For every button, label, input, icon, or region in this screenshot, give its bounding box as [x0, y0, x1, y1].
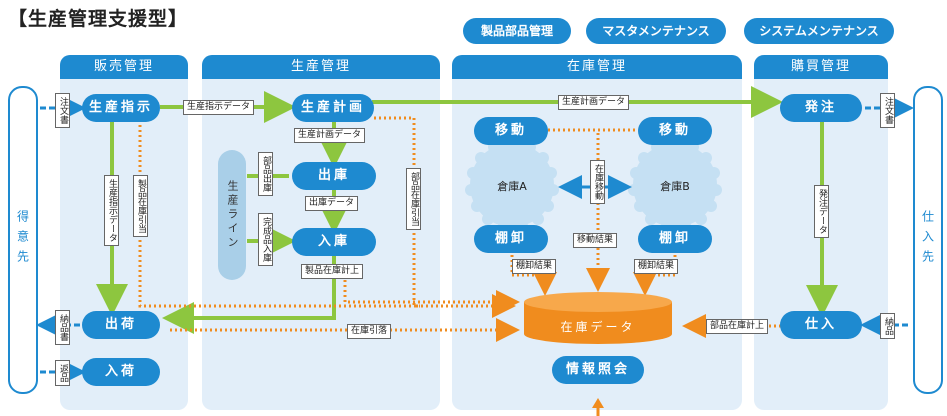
parts-stock-posting-tag: 部品在庫計上 — [706, 319, 769, 334]
production-line-label: 生産ライン — [226, 180, 239, 250]
production-line: 生産ライン — [218, 150, 246, 280]
shipping-node[interactable]: 出荷 — [82, 311, 160, 339]
bottom-arrow-head — [592, 398, 604, 408]
delivery-slip-left-tag: 納品書 — [55, 310, 70, 345]
finished-goods-stock-in-tag: 完成品入庫 — [258, 213, 273, 266]
production-plan-data-tag: 生産計画データ — [294, 128, 366, 143]
issue-data-tag: 出庫データ — [305, 196, 359, 211]
order-form-right-tag: 注文書 — [880, 93, 895, 128]
warehouse-a-label: 倉庫A — [497, 180, 527, 193]
inventory-database — [524, 292, 672, 344]
stock-transfer-tag: 在庫移動 — [590, 160, 605, 204]
cloud-warehouse-a — [465, 137, 559, 232]
supplier-box: 仕入先 — [913, 86, 943, 394]
production-panel-header: 生産管理 — [202, 55, 440, 79]
product-stock-posting-tag: 製品在庫計上 — [301, 264, 364, 279]
receiving-node[interactable]: 入荷 — [82, 358, 160, 386]
stocktake-result-b-tag: 棚卸結果 — [634, 259, 679, 274]
order-data-tag: 発注データ — [814, 185, 829, 238]
customer-label: 得意先 — [15, 210, 30, 270]
production-plan-node[interactable]: 生産計画 — [292, 94, 374, 122]
inventory-data-label: 在庫データ — [560, 320, 636, 334]
issue-node[interactable]: 出庫 — [292, 162, 376, 190]
sales-panel-header: 販売管理 — [60, 55, 188, 79]
diagram-title: 【生産管理支援型】 — [8, 8, 189, 30]
stocktake-a-node[interactable]: 棚卸 — [474, 225, 548, 253]
master-maintenance-button[interactable]: マスタメンテナンス — [586, 18, 726, 44]
order-form-left-tag: 注文書 — [55, 93, 70, 128]
production-instruction-data-vertical-tag: 生産指示データ — [104, 175, 119, 246]
stock-deduction-tag: 在庫引落 — [347, 324, 392, 339]
return-tag: 返品 — [55, 360, 70, 386]
move-result-tag: 移動結果 — [573, 233, 618, 248]
purchase-node[interactable]: 仕入 — [780, 311, 862, 339]
product-stock-allocation-tag: 製品在庫引当 — [133, 175, 148, 237]
info-inquiry-node[interactable]: 情報照会 — [552, 356, 644, 384]
green-flows — [96, 86, 838, 334]
parts-stock-allocation-tag: 部品在庫引当 — [406, 168, 421, 230]
system-maintenance-button[interactable]: システムメンテナンス — [744, 18, 894, 44]
stocktake-result-a-tag: 棚卸結果 — [512, 259, 557, 274]
product-parts-management-button[interactable]: 製品部品管理 — [463, 18, 571, 44]
production-plan-data-top-tag: 生産計画データ — [558, 95, 630, 110]
stocktake-b-node[interactable]: 棚卸 — [638, 225, 712, 253]
delivery-right-tag: 納品 — [880, 313, 895, 339]
parts-issue-tag: 部品出庫 — [258, 152, 273, 196]
inventory-panel-header: 在庫管理 — [452, 55, 742, 79]
stock-in-node[interactable]: 入庫 — [292, 228, 376, 256]
production-instruction-node[interactable]: 生産指示 — [82, 94, 160, 122]
supplier-label: 仕入先 — [920, 210, 935, 270]
move-b-node[interactable]: 移動 — [638, 117, 712, 145]
warehouse-b-label: 倉庫B — [660, 180, 690, 193]
production-instruction-data-tag: 生産指示データ — [183, 100, 255, 115]
order-node[interactable]: 発注 — [780, 94, 862, 122]
customer-box: 得意先 — [8, 86, 38, 394]
purchasing-panel-header: 購買管理 — [754, 55, 888, 79]
move-a-node[interactable]: 移動 — [474, 117, 548, 145]
